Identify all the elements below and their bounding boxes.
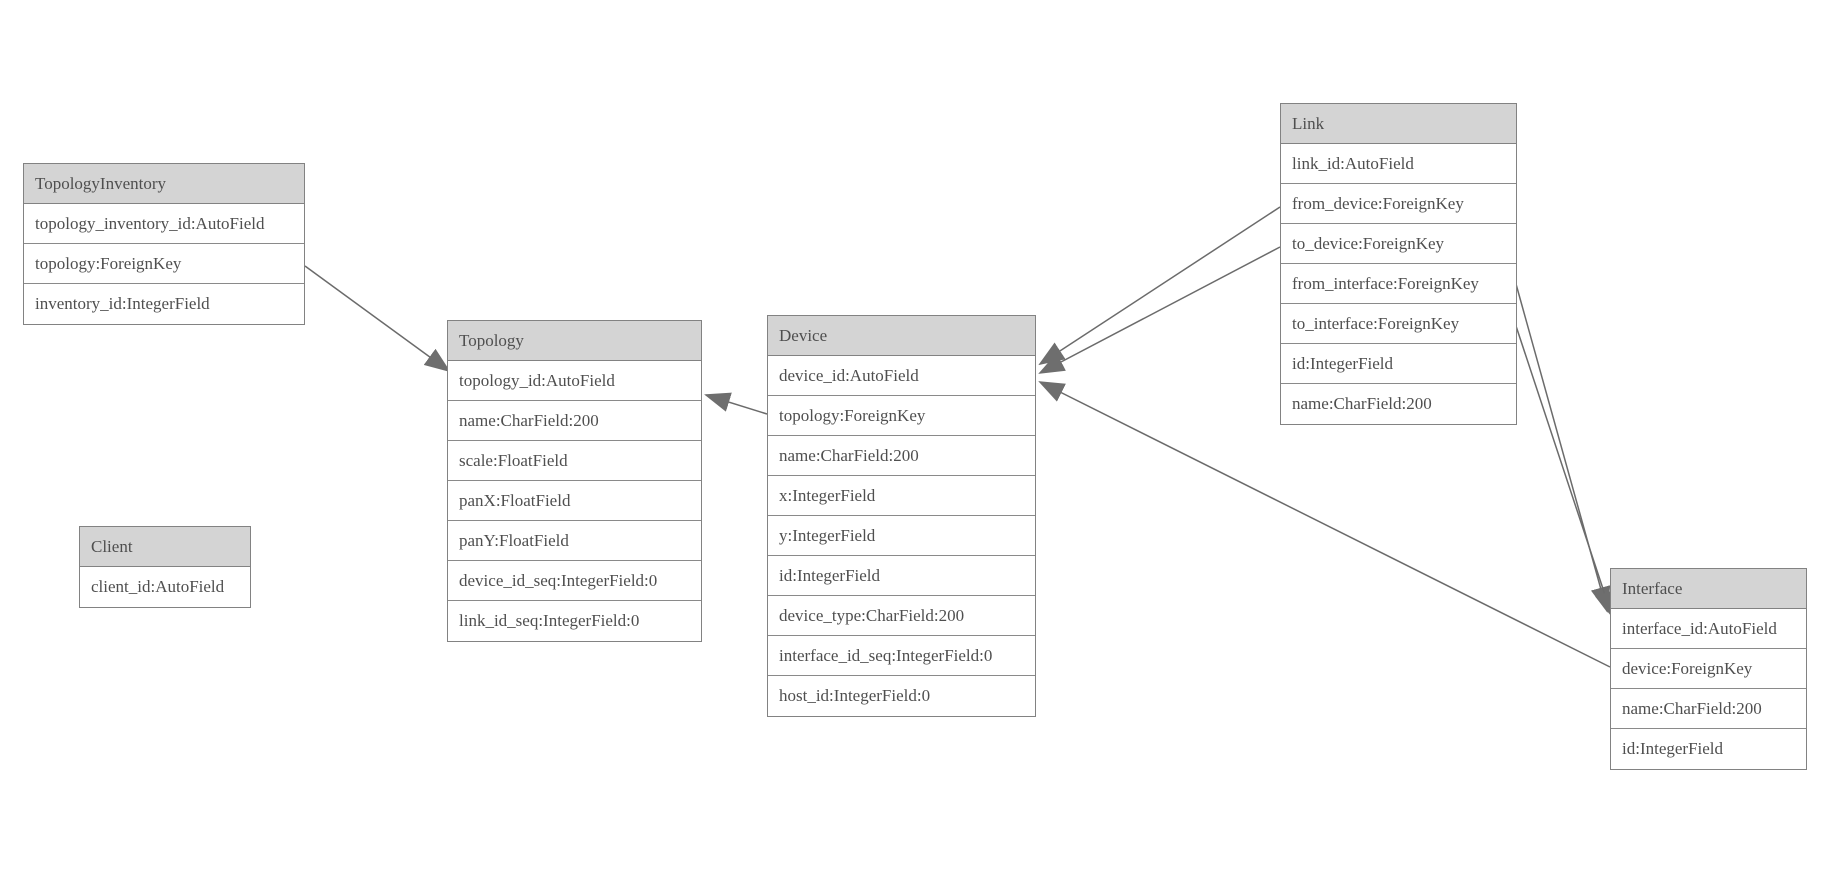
entity-topologyinventory: TopologyInventory topology_inventory_id:…	[23, 163, 305, 325]
entity-field-row: device_id_seq:IntegerField:0	[448, 561, 701, 601]
entity-field-row: from_interface:ForeignKey	[1281, 264, 1516, 304]
entity-field-row: id:IntegerField	[1611, 729, 1806, 769]
entity-field-row: id:IntegerField	[768, 556, 1035, 596]
relationship-arrow	[1515, 325, 1614, 618]
entity-field-row: topology_inventory_id:AutoField	[24, 204, 304, 244]
relationship-arrow	[304, 265, 451, 373]
entity-field-row: from_device:ForeignKey	[1281, 184, 1516, 224]
relationship-arrow	[1038, 206, 1281, 366]
entity-field-row: topology:ForeignKey	[24, 244, 304, 284]
entity-title: TopologyInventory	[24, 164, 304, 204]
entity-field-row: host_id:IntegerField:0	[768, 676, 1035, 716]
entity-title: Topology	[448, 321, 701, 361]
entity-client: Client client_id:AutoField	[79, 526, 251, 608]
entity-field-row: name:CharField:200	[1281, 384, 1516, 424]
entity-field-row: to_device:ForeignKey	[1281, 224, 1516, 264]
entity-title: Client	[80, 527, 250, 567]
relationship-arrow	[704, 392, 768, 415]
entity-field-row: name:CharField:200	[768, 436, 1035, 476]
entity-title: Interface	[1611, 569, 1806, 609]
entity-field-row: name:CharField:200	[1611, 689, 1806, 729]
entity-field-row: id:IntegerField	[1281, 344, 1516, 384]
entity-field-row: name:CharField:200	[448, 401, 701, 441]
entity-field-row: link_id:AutoField	[1281, 144, 1516, 184]
entity-field-row: device_type:CharField:200	[768, 596, 1035, 636]
entity-field-row: panX:FloatField	[448, 481, 701, 521]
entity-title: Device	[768, 316, 1035, 356]
entity-field-row: y:IntegerField	[768, 516, 1035, 556]
entity-field-row: link_id_seq:IntegerField:0	[448, 601, 701, 641]
entity-field-row: inventory_id:IntegerField	[24, 284, 304, 324]
entity-field-row: topology:ForeignKey	[768, 396, 1035, 436]
entity-field-row: x:IntegerField	[768, 476, 1035, 516]
entity-field-row: topology_id:AutoField	[448, 361, 701, 401]
entity-title: Link	[1281, 104, 1516, 144]
relationship-arrow	[1038, 381, 1611, 668]
relationship-arrow	[1038, 246, 1281, 374]
entity-field-row: client_id:AutoField	[80, 567, 250, 607]
entity-field-row: interface_id:AutoField	[1611, 609, 1806, 649]
entity-field-row: interface_id_seq:IntegerField:0	[768, 636, 1035, 676]
entity-field-row: panY:FloatField	[448, 521, 701, 561]
entity-field-row: device:ForeignKey	[1611, 649, 1806, 689]
entity-field-row: to_interface:ForeignKey	[1281, 304, 1516, 344]
entity-field-row: device_id:AutoField	[768, 356, 1035, 396]
entity-field-row: scale:FloatField	[448, 441, 701, 481]
